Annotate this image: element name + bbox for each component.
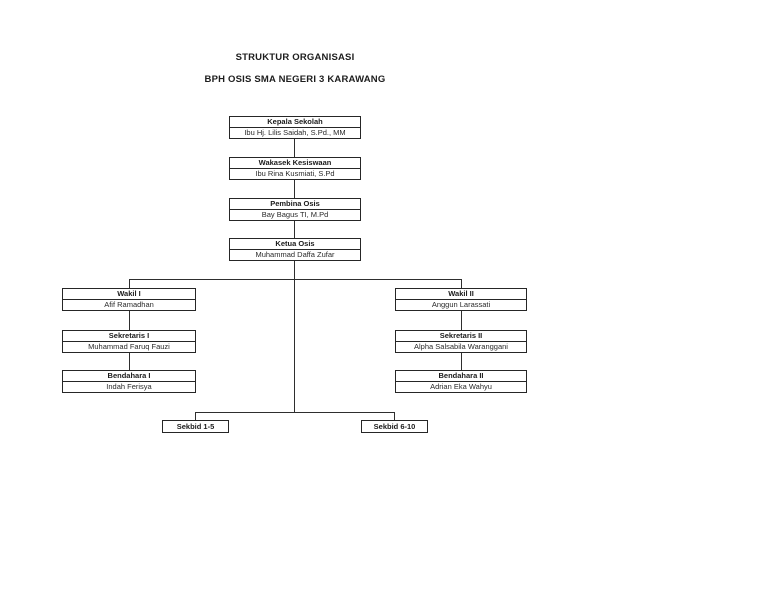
node-title: Bendahara I xyxy=(63,371,195,382)
node-person-name: Indah Ferisya xyxy=(106,382,152,391)
connector-line xyxy=(294,221,295,238)
node-ketua-osis: Ketua Osis Muhammad Daffa Zufar xyxy=(229,238,361,261)
connector-line xyxy=(461,279,462,288)
node-title: Pembina Osis xyxy=(230,199,360,210)
page-subtitle: BPH OSIS SMA NEGERI 3 KARAWANG xyxy=(204,74,386,85)
connector-line xyxy=(129,311,130,330)
node-sekretaris-2: Sekretaris II Alpha Salsabila Waranggani xyxy=(395,330,527,353)
node-bendahara-1: Bendahara I Indah Ferisya xyxy=(62,370,196,393)
node-person-name: Muhammad Faruq Fauzi xyxy=(88,342,170,351)
node-sekbid-6-10: Sekbid 6-10 xyxy=(361,420,428,433)
node-title: Sekretaris I xyxy=(63,331,195,342)
node-person-name: Anggun Larassati xyxy=(431,300,491,309)
connector-line xyxy=(294,139,295,157)
node-title: Wakil I xyxy=(63,289,195,300)
node-wakasek-kesiswaan: Wakasek Kesiswaan Ibu Rina Kusmiati, S.P… xyxy=(229,157,361,180)
connector-line xyxy=(461,311,462,330)
node-title: Bendahara II xyxy=(396,371,526,382)
node-person-name: Ibu Rina Kusmiati, S.Pd xyxy=(255,169,335,178)
connector-line xyxy=(294,180,295,198)
connector-line xyxy=(195,412,395,413)
node-title: Wakasek Kesiswaan xyxy=(230,158,360,169)
node-wakil-1: Wakil I Afif Ramadhan xyxy=(62,288,196,311)
node-title: Sekbid 1-5 xyxy=(176,422,215,431)
node-title: Sekbid 6-10 xyxy=(373,422,416,431)
node-person-name: Ibu Hj. Lilis Saidah, S.Pd., MM xyxy=(244,128,346,137)
connector-line xyxy=(461,353,462,370)
connector-line xyxy=(129,353,130,370)
connector-line xyxy=(394,412,395,420)
node-kepala-sekolah: Kepala Sekolah Ibu Hj. Lilis Saidah, S.P… xyxy=(229,116,361,139)
node-sekretaris-1: Sekretaris I Muhammad Faruq Fauzi xyxy=(62,330,196,353)
node-person-name: Alpha Salsabila Waranggani xyxy=(414,342,508,351)
connector-line xyxy=(129,279,130,288)
connector-line xyxy=(195,412,196,420)
connector-line xyxy=(294,261,295,412)
node-pembina-osis: Pembina Osis Bay Bagus TI, M.Pd xyxy=(229,198,361,221)
node-bendahara-2: Bendahara II Adrian Eka Wahyu xyxy=(395,370,527,393)
node-person-name: Afif Ramadhan xyxy=(104,300,154,309)
node-title: Kepala Sekolah xyxy=(230,117,360,128)
page-title: STRUKTUR ORGANISASI xyxy=(235,52,355,63)
node-title: Ketua Osis xyxy=(230,239,360,250)
connector-line xyxy=(129,279,461,280)
node-person-name: Muhammad Daffa Zufar xyxy=(255,250,335,259)
node-wakil-2: Wakil II Anggun Larassati xyxy=(395,288,527,311)
node-title: Sekretaris II xyxy=(396,331,526,342)
node-title: Wakil II xyxy=(396,289,526,300)
node-person-name: Bay Bagus TI, M.Pd xyxy=(261,210,329,219)
node-sekbid-1-5: Sekbid 1-5 xyxy=(162,420,229,433)
node-person-name: Adrian Eka Wahyu xyxy=(430,382,492,391)
